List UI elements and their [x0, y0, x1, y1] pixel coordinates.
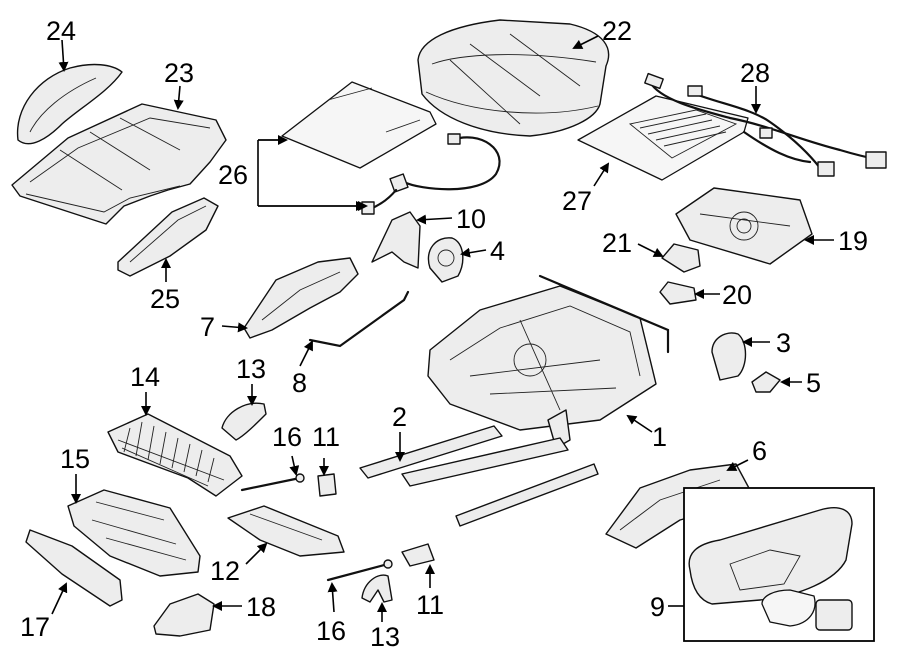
callout-13a: 13	[236, 354, 266, 384]
callout-5: 5	[806, 368, 821, 398]
part-25-side-trim	[117, 197, 219, 277]
part-26-heater-mat	[281, 81, 501, 215]
callout-15: 15	[60, 444, 90, 474]
callout-14: 14	[130, 362, 160, 392]
callout-11b: 11	[416, 590, 444, 620]
callout-1: 1	[652, 422, 667, 452]
callout-19: 19	[838, 226, 868, 256]
part-10-bracket	[371, 211, 421, 269]
part-9-inset	[683, 487, 875, 642]
part-18-cover	[153, 593, 215, 637]
callout-6: 6	[752, 436, 767, 466]
part-7-side-shield	[243, 257, 359, 339]
part-15-lumbar-frame	[67, 489, 201, 577]
part-3-recliner-cover	[711, 332, 747, 381]
part-13b-guide	[361, 574, 393, 603]
part-19-lumbar-plate	[675, 187, 813, 265]
callout-16a: 16	[272, 422, 302, 452]
callout-11a: 11	[312, 422, 340, 452]
callout-labels: 1 2 3 4 5 6 7 8 9 10 11 11 12 13 13 14 1…	[20, 16, 868, 652]
callout-13b: 13	[370, 622, 400, 652]
callout-12: 12	[210, 556, 240, 586]
part-13a-guide	[221, 402, 267, 441]
part-16a-cable	[240, 473, 305, 492]
callout-4: 4	[490, 236, 505, 266]
callout-8: 8	[292, 368, 307, 398]
callout-24: 24	[46, 16, 76, 46]
part-20-switch	[659, 281, 697, 305]
part-21-switch-housing	[661, 243, 701, 273]
callout-9: 9	[650, 592, 665, 622]
part-23-cushion-pad	[11, 103, 227, 225]
callout-3: 3	[776, 328, 791, 358]
part-8-rod	[308, 290, 410, 348]
part-2-seat-track	[359, 425, 599, 527]
callout-26: 26	[218, 160, 248, 190]
callout-22: 22	[602, 16, 632, 46]
part-14-lumbar-support	[107, 413, 243, 497]
callout-10: 10	[456, 204, 486, 234]
callout-28: 28	[740, 58, 770, 88]
part-16b-cable	[326, 559, 393, 582]
part-17-front-trim	[25, 529, 123, 607]
callout-21: 21	[602, 228, 632, 258]
leader-lines	[51, 35, 834, 622]
part-28-wiring-harness	[644, 72, 887, 177]
callout-2: 2	[392, 402, 407, 432]
callout-17: 17	[20, 612, 50, 642]
part-22-seat-cover	[417, 19, 610, 137]
callout-18: 18	[246, 592, 276, 622]
part-1-seat-frame	[427, 274, 670, 449]
part-27-heater-element	[577, 95, 749, 181]
part-12-trim-panel	[227, 505, 345, 557]
callout-16b: 16	[316, 616, 346, 646]
part-4-recliner-cover	[427, 237, 464, 283]
callout-25: 25	[150, 284, 180, 314]
callout-20: 20	[722, 280, 752, 310]
part-5-clip	[751, 371, 781, 393]
part-11b-clip	[401, 543, 435, 567]
callout-27: 27	[562, 186, 592, 216]
part-11a-clip	[317, 473, 337, 497]
part-24-side-bolster	[16, 63, 123, 145]
callout-7: 7	[200, 312, 215, 342]
callout-23: 23	[164, 58, 194, 88]
